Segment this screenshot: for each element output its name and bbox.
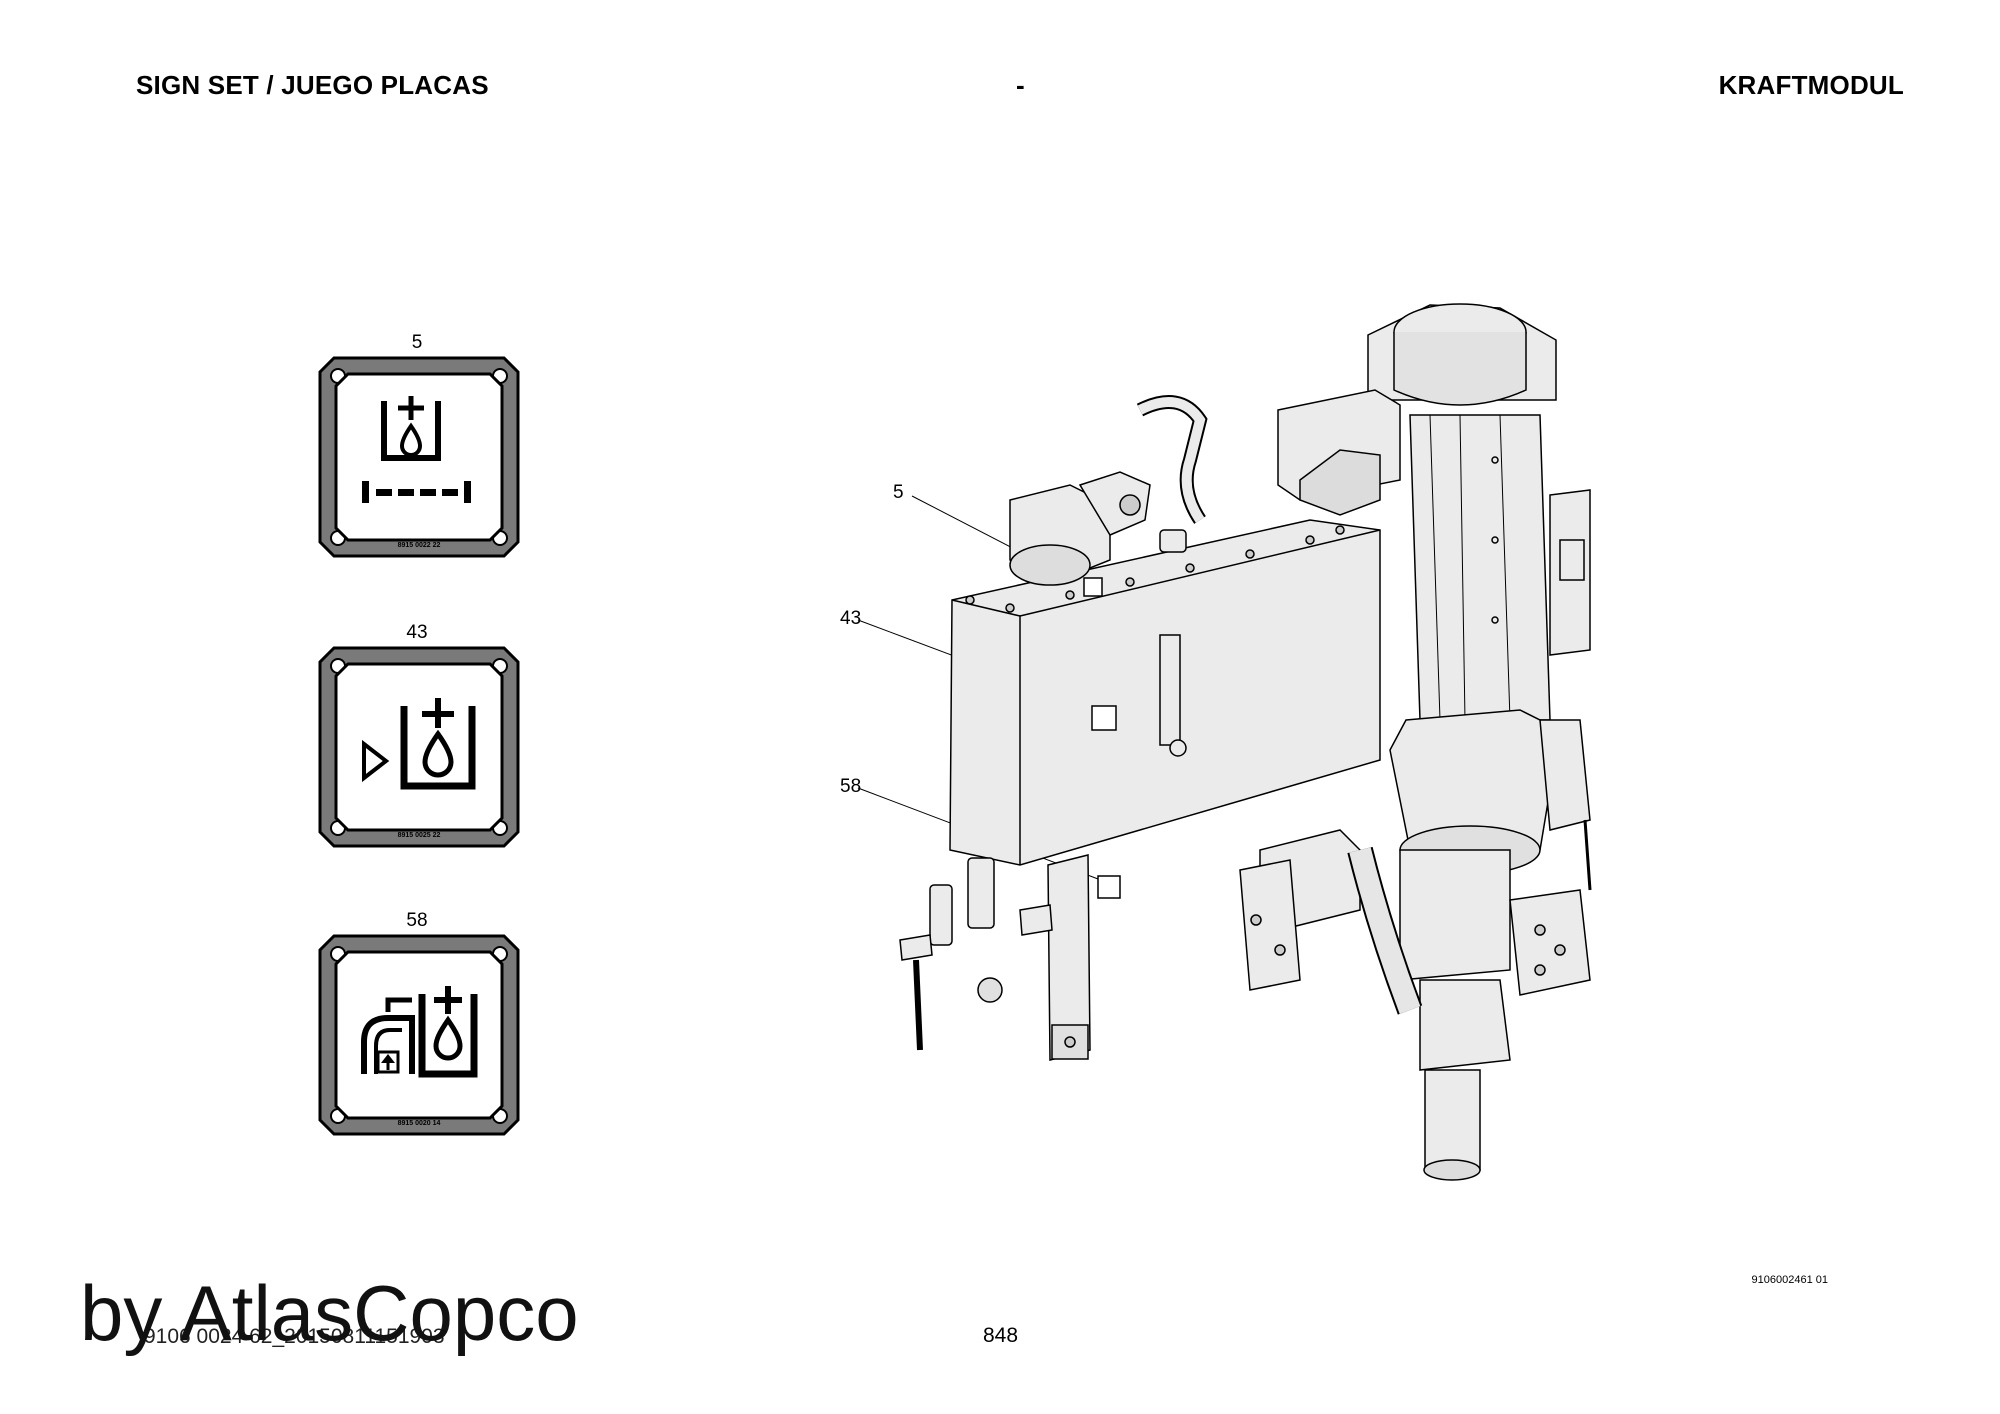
drawing-reference-code: 9106002461 01 (1751, 1274, 1828, 1286)
oil-drain-icon (361, 986, 478, 1078)
document-id: 9106 0024 62_20150811151903 (144, 1325, 445, 1348)
callout-5: 5 (893, 482, 904, 503)
sign-number-43: 43 (406, 622, 428, 643)
sign-5-code: 8915 0022 22 (397, 542, 441, 549)
oil-tank-level-icon (362, 396, 471, 503)
sign-58-code: 8915 0020 14 (397, 1120, 441, 1127)
header-title-right: KRAFTMODUL (1718, 70, 1904, 100)
sign-number-5: 5 (411, 332, 423, 353)
header-center: - (1016, 70, 1025, 100)
callout-43: 43 (840, 608, 862, 629)
sign-number-58: 58 (406, 910, 428, 931)
sign-58-plate (318, 934, 520, 1136)
header-title-left: SIGN SET / JUEGO PLACAS (136, 70, 489, 100)
sign-5-plate (318, 356, 520, 558)
oil-fill-icon (362, 698, 476, 790)
callout-58: 58 (840, 776, 862, 797)
sign-43-plate (318, 646, 520, 848)
brand-watermark: by AtlasCopco (80, 1269, 579, 1357)
page-number: 848 (983, 1324, 1019, 1347)
power-module-drawing (857, 303, 1592, 1181)
sign-43-code: 8915 0025 22 (397, 832, 441, 839)
